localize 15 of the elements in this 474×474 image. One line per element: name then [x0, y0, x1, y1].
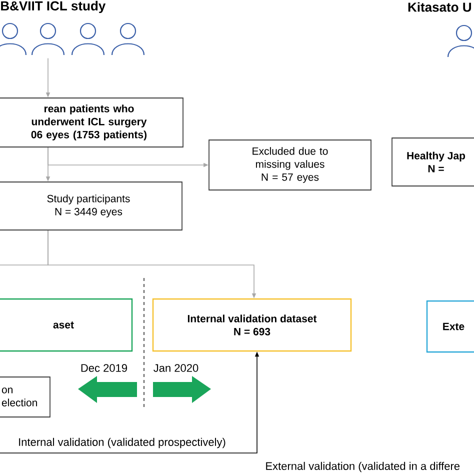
date-label: Jan 2020: [154, 364, 198, 372]
person-icon: [447, 24, 474, 58]
people-icons: [0, 22, 145, 56]
process-box: rean patients who underwent ICL surgery 06 eyes (1753 patients): [0, 98, 184, 148]
process-box: on election: [0, 376, 50, 418]
dataset-box: Internal validation dataset N = 693: [152, 298, 352, 352]
process-box: Study participants N = 3449 eyes: [0, 182, 182, 230]
date-label: Dec 2019: [81, 364, 127, 372]
heading: Kitasato U: [408, 2, 471, 12]
dataset-box: aset: [0, 298, 133, 352]
process-box: Healthy Jap N =: [392, 138, 474, 186]
edge-label: Internal validation (validated prospectively): [17, 436, 227, 450]
note-text: External validation (validated in a differe: [266, 462, 460, 472]
dataset-box: Exte: [426, 300, 474, 353]
process-box: Excluded due to missing values N = 57 eyes: [208, 140, 372, 190]
